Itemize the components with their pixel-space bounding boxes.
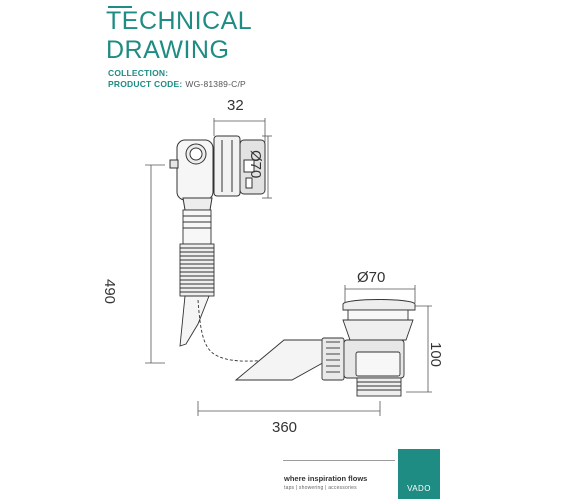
collection-label: COLLECTION: (108, 68, 169, 78)
footer-divider (283, 460, 395, 461)
outlet-pipe (234, 337, 345, 381)
dimension-label-plug-diameter: Ø70 (357, 269, 386, 286)
page-title-line1: TECHNICAL (106, 7, 253, 35)
page-title-line2: DRAWING (106, 36, 230, 64)
flexible-hose (179, 209, 271, 362)
hose-corrugations (180, 247, 214, 293)
dimension-label-overflow-diameter: Ø70 (247, 150, 264, 179)
dimension-label-100: 100 (427, 342, 444, 368)
brand-logo-text: VADO (407, 484, 431, 493)
overflow-head (169, 135, 266, 211)
dimension-label-32: 32 (227, 97, 244, 114)
dimension-lines (145, 118, 432, 416)
brand-subline: taps | showering | accessories (284, 485, 357, 491)
collection-row: COLLECTION: (108, 68, 171, 78)
brand-logo: VADO (398, 449, 440, 499)
waste-body (342, 299, 416, 397)
dimension-label-360: 360 (272, 419, 298, 436)
outlet-threads (326, 341, 340, 373)
product-code-label: PRODUCT CODE: (108, 79, 183, 89)
brand-tagline: where inspiration flows (284, 474, 368, 483)
dimension-label-490: 490 (101, 279, 118, 305)
waste-threads (357, 381, 401, 391)
product-code-value: WG-81389-C/P (185, 79, 246, 89)
header-accent-rule (108, 6, 132, 8)
product-code-row: PRODUCT CODE:WG-81389-C/P (108, 79, 246, 89)
